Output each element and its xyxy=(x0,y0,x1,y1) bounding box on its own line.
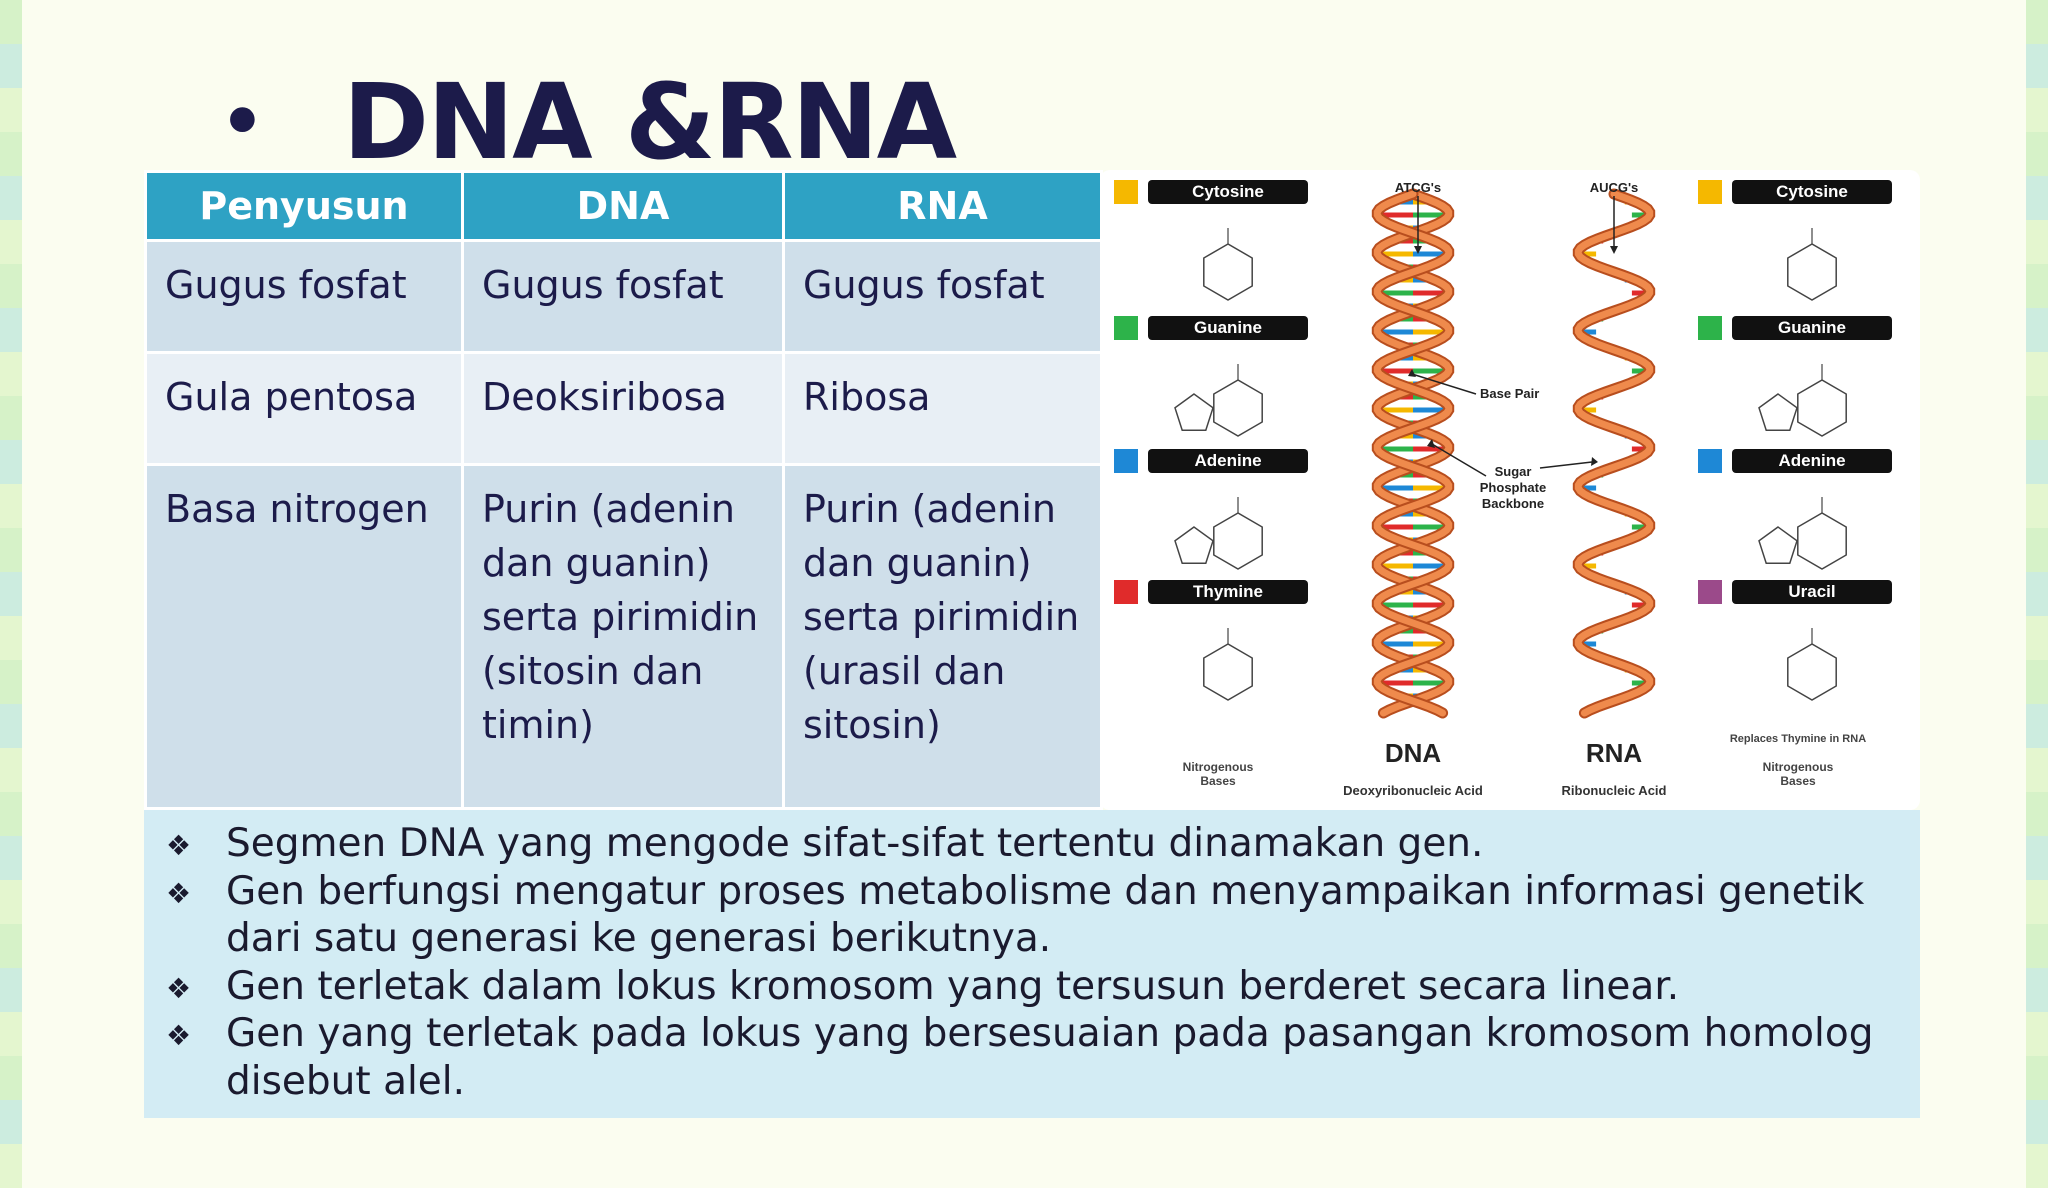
right-base-label-2: Adenine xyxy=(1778,451,1845,470)
header-dna: DNA xyxy=(461,170,785,242)
table-row: Basa nitrogen Purin (adenin dan guanin) … xyxy=(144,463,1103,810)
left-molecule-2 xyxy=(1174,497,1263,570)
backbone-label-3: Backbone xyxy=(1482,496,1544,511)
nitrogenous-right-2: Bases xyxy=(1780,774,1816,788)
title-bullet-icon: • xyxy=(220,81,265,163)
left-swatch-1 xyxy=(1114,316,1138,340)
right-molecule-3 xyxy=(1787,628,1837,701)
nitrogenous-left-1: Nitrogenous xyxy=(1183,760,1254,774)
table-cell: Gugus fosfat xyxy=(782,239,1103,354)
list-item: ❖ Segmen DNA yang mengode sifat-sifat ter… xyxy=(166,820,1880,868)
dna-label: DNA xyxy=(1385,738,1442,768)
left-molecule-3 xyxy=(1203,628,1253,701)
left-swatch-0 xyxy=(1114,180,1138,204)
right-swatch-1 xyxy=(1698,316,1722,340)
note-text: Gen terletak dalam lokus kromosom yang t… xyxy=(226,963,1680,1009)
backbone-label-2: Phosphate xyxy=(1480,480,1546,495)
table-row: Gula pentosa Deoksiribosa Ribosa xyxy=(144,351,1103,466)
dna-top-label: ATCG's xyxy=(1395,180,1441,195)
right-base-label-3: Uracil xyxy=(1788,582,1835,601)
rna-label: RNA xyxy=(1586,738,1643,768)
table-cell: Gugus fosfat xyxy=(461,239,785,354)
rna-full-label: Ribonucleic Acid xyxy=(1562,783,1667,798)
left-molecule-0 xyxy=(1203,228,1253,301)
right-molecule-0 xyxy=(1787,228,1837,301)
base-pair-label: Base Pair xyxy=(1480,386,1539,401)
list-item: ❖ Gen yang terletak pada lokus yang berse… xyxy=(166,1010,1880,1105)
backbone-strand xyxy=(1373,190,1453,717)
table-cell: Purin (adenin dan guanin) serta pirimidi… xyxy=(782,463,1103,810)
backbone-strand xyxy=(1574,190,1654,717)
right-decor-stripe xyxy=(2026,0,2048,1188)
comparison-table: Penyusun DNA RNA Gugus fosfat Gugus fosf… xyxy=(144,170,1103,810)
backbone-strand xyxy=(1373,190,1453,717)
left-swatch-2 xyxy=(1114,449,1138,473)
left-base-label-2: Adenine xyxy=(1194,451,1261,470)
right-molecule-1 xyxy=(1758,364,1847,437)
right-label-box-3 xyxy=(1732,580,1892,604)
note-text: Segmen DNA yang mengode sifat-sifat tert… xyxy=(226,821,1484,866)
table-row: Gugus fosfat Gugus fosfat Gugus fosfat xyxy=(144,239,1103,354)
right-swatch-3 xyxy=(1698,580,1722,604)
left-label-box-0 xyxy=(1148,180,1308,204)
dna-full-label: Deoxyribonucleic Acid xyxy=(1343,783,1483,798)
left-base-label-3: Thymine xyxy=(1193,582,1263,601)
left-label-box-2 xyxy=(1148,449,1308,473)
left-label-box-3 xyxy=(1148,580,1308,604)
right-swatch-0 xyxy=(1698,180,1722,204)
right-swatch-2 xyxy=(1698,449,1722,473)
slide-title: DNA &RNA xyxy=(342,61,957,183)
header-penyusun: Penyusun xyxy=(144,170,464,242)
right-molecule-2 xyxy=(1758,497,1847,570)
left-label-box-1 xyxy=(1148,316,1308,340)
right-label-box-0 xyxy=(1732,180,1892,204)
left-molecule-1 xyxy=(1174,364,1263,437)
diamond-bullet-icon: ❖ xyxy=(166,829,192,862)
table-cell: Ribosa xyxy=(782,351,1103,466)
table-cell: Gugus fosfat xyxy=(144,239,464,354)
backbone-label-1: Sugar xyxy=(1495,464,1532,479)
title-area: • DNA &RNA xyxy=(220,61,957,183)
left-base-label-0: Cytosine xyxy=(1192,182,1264,201)
diamond-bullet-icon: ❖ xyxy=(166,1019,192,1052)
list-item: ❖ Gen terletak dalam lokus kromosom yang … xyxy=(166,963,1880,1011)
nitrogenous-right-1: Nitrogenous xyxy=(1763,760,1834,774)
table-header-row: Penyusun DNA RNA xyxy=(144,170,1103,242)
right-base-label-0: Cytosine xyxy=(1776,182,1848,201)
notes-list: ❖ Segmen DNA yang mengode sifat-sifat ter… xyxy=(144,810,1920,1105)
note-text: Gen yang terletak pada lokus yang berses… xyxy=(226,1011,1874,1104)
left-swatch-3 xyxy=(1114,580,1138,604)
table-cell: Purin (adenin dan guanin) serta pirimidi… xyxy=(461,463,785,810)
left-decor-stripe xyxy=(0,0,22,1188)
right-label-box-1 xyxy=(1732,316,1892,340)
notes-box: ❖ Segmen DNA yang mengode sifat-sifat ter… xyxy=(144,810,1920,1118)
list-item: ❖ Gen berfungsi mengatur proses metabolis… xyxy=(166,868,1880,963)
header-rna: RNA xyxy=(782,170,1103,242)
right-label-box-2 xyxy=(1732,449,1892,473)
rna-top-label: AUCG's xyxy=(1590,180,1639,195)
replaces-thymine-note: Replaces Thymine in RNA xyxy=(1730,733,1866,745)
right-base-label-1: Guanine xyxy=(1778,318,1846,337)
table-cell: Deoksiribosa xyxy=(461,351,785,466)
left-base-label-1: Guanine xyxy=(1194,318,1262,337)
note-text: Gen berfungsi mengatur proses metabolism… xyxy=(226,868,1865,962)
table-cell: Gula pentosa xyxy=(144,351,464,466)
nitrogenous-left-2: Bases xyxy=(1200,774,1236,788)
diamond-bullet-icon: ❖ xyxy=(166,876,192,910)
diamond-bullet-icon: ❖ xyxy=(166,971,192,1005)
table-cell: Basa nitrogen xyxy=(144,463,464,810)
